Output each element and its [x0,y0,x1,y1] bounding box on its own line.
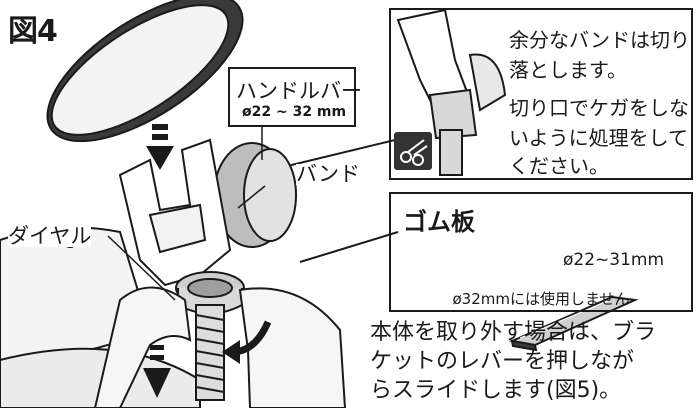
note-line-3: 切り口でケガをしな [509,96,689,120]
leader-lines [107,126,266,301]
band-label: バンド [296,162,361,186]
note-line-1: 余分なバンドは切り [509,28,690,52]
rotation-arrowhead [222,340,240,364]
mount-pad [46,0,244,143]
handlebar-callout: ハンドルバー ø22 ~ 32 mm [228,67,362,127]
dial-label: ダイヤル [8,224,92,248]
dial [175,271,245,315]
figure-label: 図4 [8,14,58,49]
rubber-sheet-note: ø32mmには使用しません [452,290,630,308]
hand [93,286,347,408]
note-line-4: いように処理をして [509,126,688,150]
band [213,142,297,248]
body-text-line-2: ケットのレバーを押しなが [370,349,635,374]
band-trim-note: 余分なバンドは切り 落とします。 切り口でケガをしな いように処理をして くださ… [389,8,693,180]
device-body [0,226,201,408]
rubber-sheet-size: ø22~31mm [563,250,665,270]
handlebar-size: ø22 ~ 32 mm [242,104,347,120]
body-text-line-1: 本体を取り外す場合は、ブラ [370,320,657,345]
rubber-sheet [508,295,639,352]
note-line-5: ください。 [509,154,609,178]
scissors-icon [394,132,432,170]
screw [195,304,225,401]
body-text-line-3: らスライドします(図5)。 [370,378,622,403]
handlebar-label: ハンドルバー [236,79,362,103]
note-line-2: 落とします。 [509,58,627,82]
rubber-sheet-box: ゴム板 ø22~31mm ø32mmには使用しません [389,192,693,312]
pull-arrow [143,345,171,398]
rubber-sheet-title: ゴム板 [403,208,475,236]
bracket [118,138,232,287]
insert-arrow [146,124,174,170]
note-illustration [396,8,507,176]
